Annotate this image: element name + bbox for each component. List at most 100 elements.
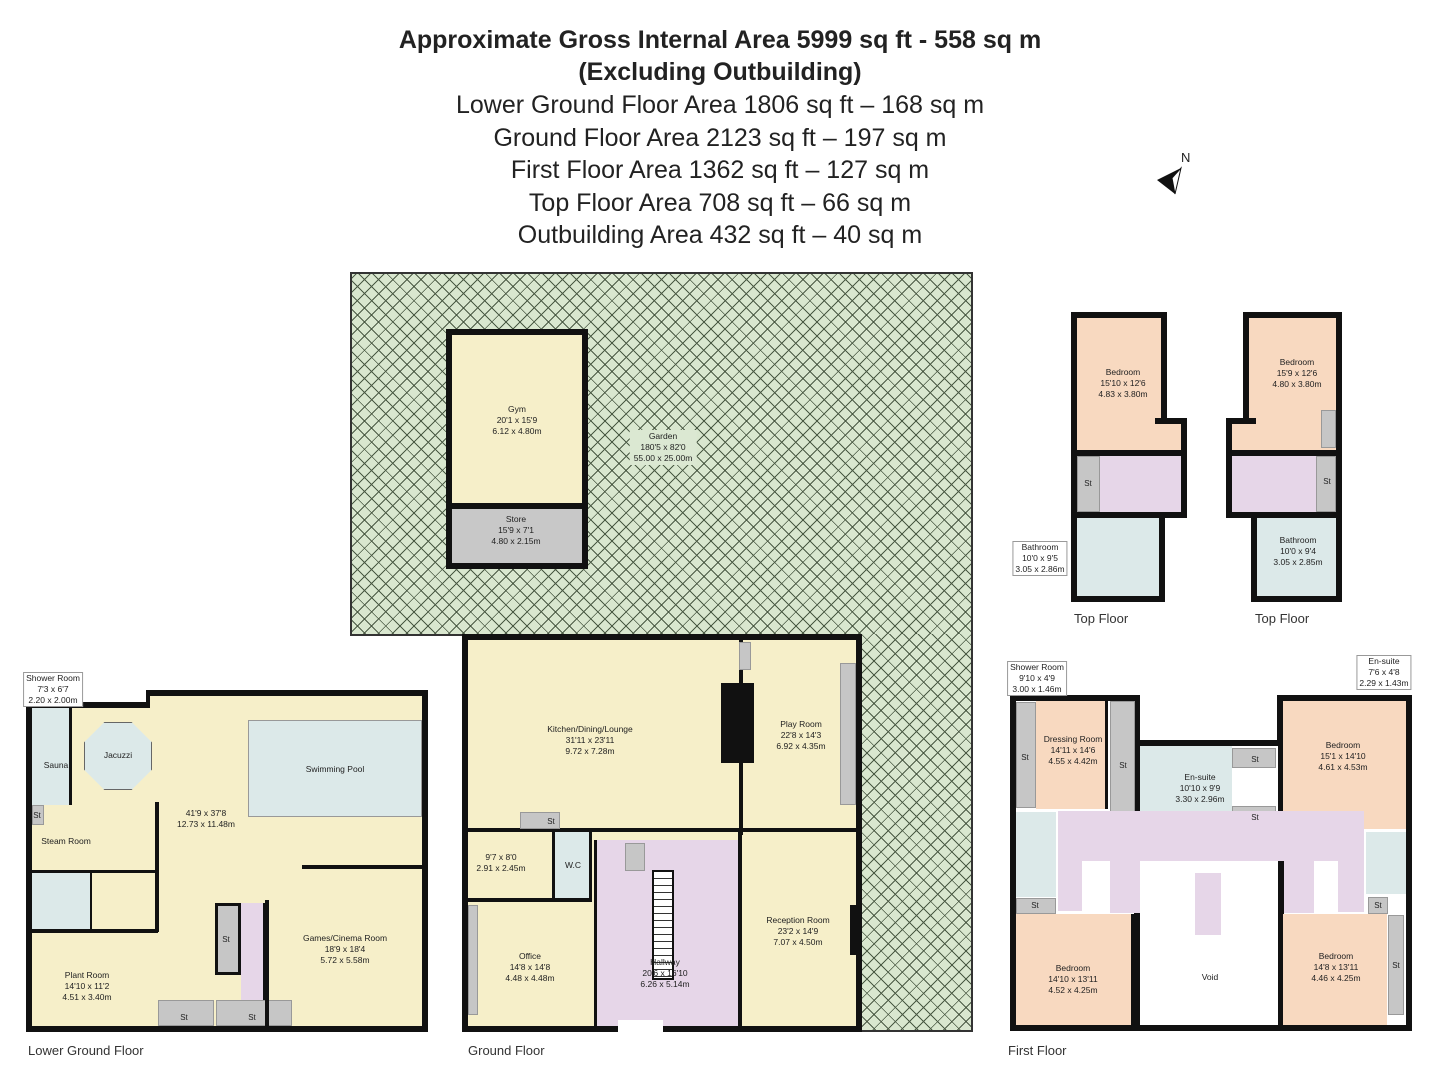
- title: Approximate Gross Internal Area 5999 sq …: [398, 26, 1042, 54]
- storage: [1077, 456, 1100, 512]
- ff-landing-west: [1058, 811, 1082, 911]
- north-arrow-icon: N: [1155, 150, 1195, 205]
- sauna-storage: [32, 805, 44, 825]
- wc-label: W.C: [564, 860, 582, 870]
- garden-side-strip: [860, 634, 973, 1032]
- store-label: St: [222, 935, 230, 944]
- storage: [216, 1000, 292, 1026]
- storage: [1016, 702, 1036, 808]
- top-floor-left-caption: Top Floor: [1074, 611, 1129, 626]
- staircase: [652, 870, 674, 980]
- wall: [468, 828, 858, 832]
- wall: [265, 900, 269, 1026]
- ff-shower-room: [1016, 812, 1056, 897]
- subtitle: (Excluding Outbuilding): [578, 58, 862, 86]
- front-door: [618, 1020, 663, 1034]
- kitchen-storage: [739, 642, 751, 670]
- store-label: St: [1374, 901, 1382, 910]
- storage: [215, 903, 241, 975]
- storage: [1110, 701, 1135, 829]
- storage: [1232, 748, 1276, 768]
- ff-landing: [1058, 811, 1364, 861]
- storage: [1016, 898, 1056, 914]
- wall: [32, 870, 158, 873]
- lg-shower-room: [32, 873, 92, 930]
- top-bedroom-1: [1071, 312, 1167, 457]
- area-lower-ground: Lower Ground Floor Area 1806 sq ft – 168…: [455, 91, 985, 119]
- top-bathroom-1: [1071, 512, 1165, 602]
- ff-bedroom-2: [1016, 914, 1134, 1025]
- ff-landing-east: [1338, 830, 1364, 912]
- area-ground: Ground Floor Area 2123 sq ft – 197 sq m: [493, 124, 947, 152]
- north-label: N: [1181, 150, 1191, 165]
- hallway-storage: [625, 843, 645, 871]
- store-label: St: [33, 811, 41, 820]
- ff-bedroom-1: [1283, 701, 1406, 829]
- ff-stairs-centre: [1195, 873, 1221, 935]
- storage: [158, 1000, 214, 1026]
- store-label: St: [1251, 813, 1259, 822]
- wall: [32, 929, 158, 933]
- top-floor-right-caption: Top Floor: [1255, 611, 1310, 626]
- first-floor-caption: First Floor: [1008, 1043, 1067, 1058]
- gym-room: [446, 329, 588, 509]
- storage: [1316, 456, 1336, 512]
- jacuzzi: [84, 722, 152, 790]
- store-label: St: [1084, 479, 1092, 488]
- wc-room: [552, 832, 592, 900]
- ff-stairs-east: [1284, 861, 1314, 913]
- store-label: St: [1119, 761, 1127, 770]
- store-label: St: [248, 1013, 256, 1022]
- ensuite-small: [1366, 832, 1406, 894]
- office-storage: [468, 905, 478, 1015]
- dressing-room: [1036, 701, 1108, 809]
- steam-room-label: Steam Room: [41, 836, 91, 846]
- ff-stairs-west: [1110, 861, 1140, 913]
- top-bathroom-2: [1251, 512, 1342, 602]
- store-label: St: [180, 1013, 188, 1022]
- store-label: St: [1392, 961, 1400, 970]
- play-room-storage: [840, 663, 856, 805]
- kitchen-cupboard: [520, 812, 560, 829]
- area-outbuilding: Outbuilding Area 432 sq ft – 40 sq m: [517, 221, 923, 249]
- sauna-label: Sauna: [43, 760, 69, 770]
- wall: [155, 802, 159, 932]
- sauna-room: [32, 708, 72, 805]
- ground-floor-caption: Ground Floor: [468, 1043, 545, 1058]
- store-label: St: [1031, 901, 1039, 910]
- lg-staircase: [241, 903, 266, 1000]
- area-first: First Floor Area 1362 sq ft – 127 sq m: [510, 156, 930, 184]
- area-top: Top Floor Area 708 sq ft – 66 sq m: [528, 189, 912, 217]
- wall: [738, 830, 742, 1026]
- wall: [302, 865, 427, 869]
- storage: [1388, 915, 1404, 1015]
- storage: [1368, 897, 1388, 914]
- store-room: [446, 503, 588, 569]
- store-label: St: [1323, 477, 1331, 486]
- store-label: St: [1251, 755, 1259, 764]
- store-label: St: [547, 817, 555, 826]
- fireplace: [850, 905, 858, 955]
- lower-ground-caption: Lower Ground Floor: [28, 1043, 144, 1058]
